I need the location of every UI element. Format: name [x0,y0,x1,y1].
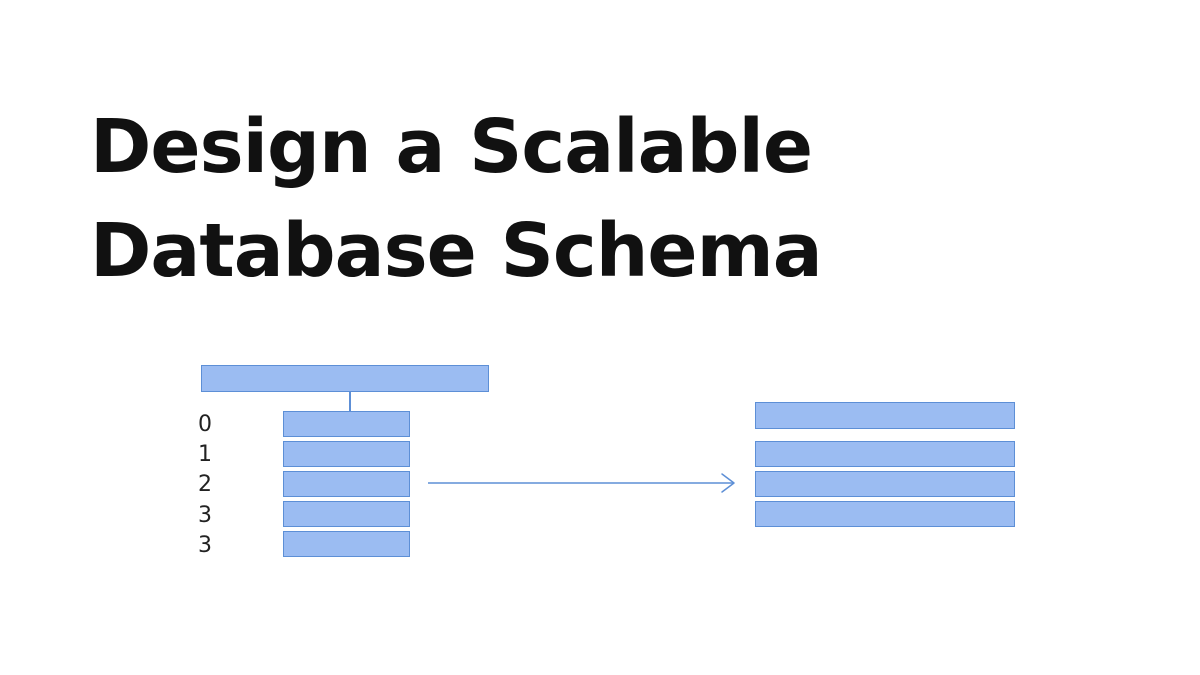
row-index-label: 3 [198,533,212,558]
left-table-row [283,471,410,497]
header-connector-line [349,392,351,411]
right-table-row [755,441,1015,467]
row-index-label: 3 [198,503,212,528]
left-table-row [283,411,410,437]
left-table-row [283,531,410,557]
row-index-label: 1 [198,442,212,467]
title-line-1: Design a Scalable [90,104,813,190]
left-table-header [201,365,489,392]
left-table-row [283,441,410,467]
right-table-header [755,402,1015,429]
row-index-label: 2 [198,472,212,497]
page-title: Design a Scalable Database Schema [90,95,823,303]
row-index-label: 0 [198,412,212,437]
right-table-row [755,501,1015,527]
left-table-row [283,501,410,527]
right-arrow-icon [428,473,735,493]
title-line-2: Database Schema [90,208,823,294]
right-table-row [755,471,1015,497]
